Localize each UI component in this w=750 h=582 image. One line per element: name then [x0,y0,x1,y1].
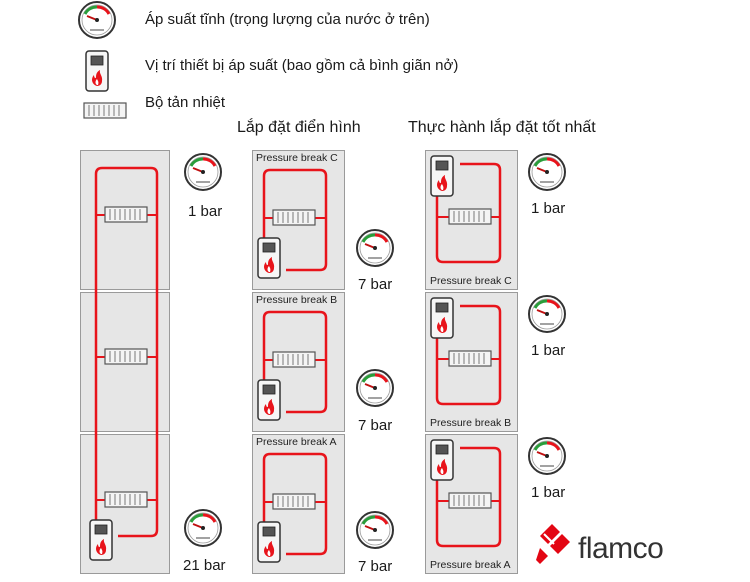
best-floor-c-bar-label: 1 bar [531,200,566,217]
left-top-gauge-icon [183,152,223,192]
typical-floor-b-radiator-icon [272,351,316,368]
left-building-pipes [94,166,159,538]
best-floor-a-bar-label: 1 bar [531,484,566,501]
typical-floor-a-radiator-icon [272,493,316,510]
typical-floor-a-bar-label: 7 bar [358,558,393,575]
typical-floor-a-boiler-icon [257,521,281,563]
left-top-bar-label: 1 bar [188,203,223,220]
best-pressure-break-a-label: Pressure break A [430,559,511,571]
best-building-pipes [435,162,502,548]
legend-radiator-label: Bộ tản nhiệt [145,94,226,111]
typical-floor-b-boiler-icon [257,379,281,421]
legend-boiler-icon [85,50,109,92]
left-bottom-gauge-icon [183,508,223,548]
typical-pressure-break-a-label: Pressure break A [256,436,337,448]
legend-radiator-icon [83,102,127,119]
legend-static-pressure-label: Áp suất tĩnh (trọng lượng của nước ở trê… [145,11,430,28]
typical-pressure-break-b-label: Pressure break B [256,294,338,306]
typical-floor-b-gauge-icon [355,368,395,408]
best-floor-a-boiler-icon [430,439,454,481]
best-floor-b-bar-label: 1 bar [531,342,566,359]
flamco-logo-icon [536,524,570,564]
typical-floor-c-boiler-icon [257,237,281,279]
best-floor-c-gauge-icon [527,152,567,192]
left-bottom-radiator-icon [104,491,148,508]
left-boiler-icon [89,519,113,561]
typical-floor-a-gauge-icon [355,510,395,550]
best-pressure-break-b-label: Pressure break B [430,417,512,429]
typical-floor-c-gauge-icon [355,228,395,268]
best-floor-c-radiator-icon [448,208,492,225]
best-floor-c-boiler-icon [430,155,454,197]
legend-pressure-device-label: Vị trí thiết bị áp suất (bao gồm cả bình… [145,57,459,74]
typical-installation-title: Lắp đặt điển hình [237,119,361,136]
left-top-radiator-icon [104,206,148,223]
flamco-logo-text: flamco [578,532,664,565]
left-bottom-bar-label: 21 bar [183,557,226,574]
typical-building-pipes [262,168,328,556]
best-floor-a-radiator-icon [448,492,492,509]
typical-pressure-break-c-label: Pressure break C [256,152,338,164]
best-floor-b-radiator-icon [448,350,492,367]
best-pressure-break-c-label: Pressure break C [430,275,512,287]
typical-floor-c-radiator-icon [272,209,316,226]
typical-floor-c-bar-label: 7 bar [358,276,393,293]
typical-floor-b-bar-label: 7 bar [358,417,393,434]
legend-gauge-icon [77,0,117,40]
best-floor-b-boiler-icon [430,297,454,339]
best-floor-a-gauge-icon [527,436,567,476]
best-floor-b-gauge-icon [527,294,567,334]
best-practice-title: Thực hành lắp đặt tốt nhất [408,119,596,136]
left-middle-radiator-icon [104,348,148,365]
